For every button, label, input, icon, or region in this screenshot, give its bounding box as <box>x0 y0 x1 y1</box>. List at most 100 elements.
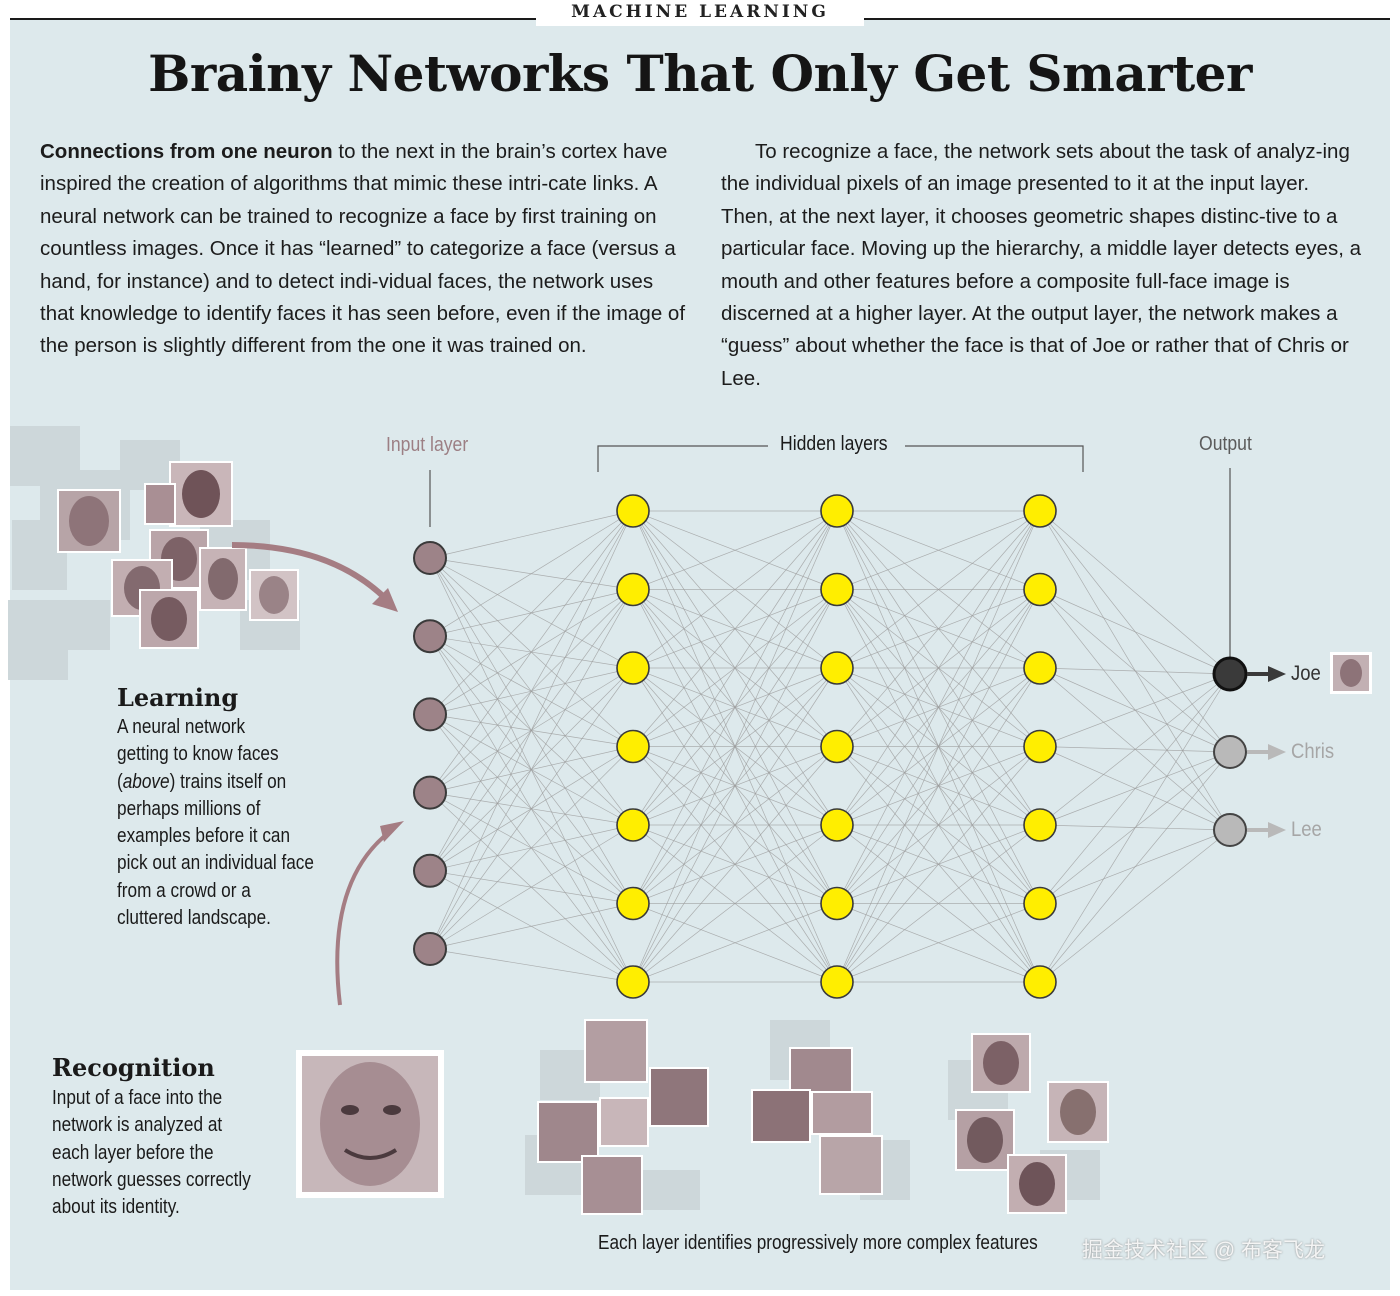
output-arrow-head <box>1268 666 1286 682</box>
output-arrow-head <box>1268 744 1286 760</box>
input-node <box>413 697 447 732</box>
connection-line <box>836 510 1041 983</box>
connection-line <box>632 510 838 904</box>
connection-line <box>429 510 634 715</box>
intro-right-body: To recognize a face, the network sets ab… <box>721 140 1361 390</box>
layers-caption: Each layer identifies progressively more… <box>598 1232 1038 1254</box>
hidden-node <box>616 965 650 999</box>
hidden-node <box>1023 651 1057 685</box>
output-node-lee <box>1213 813 1247 847</box>
output-joe-label: Joe <box>1291 662 1321 685</box>
output-node-joe <box>1212 656 1248 692</box>
connection-line <box>429 746 634 950</box>
hidden-bracket <box>597 445 1084 472</box>
recognition-arrow <box>335 821 404 1006</box>
edge-feature-tiles <box>525 1019 709 1215</box>
hidden-node <box>1023 808 1057 842</box>
connection-line <box>429 510 634 871</box>
connection-line <box>632 746 838 983</box>
connection-line <box>836 510 1041 826</box>
face-feature-tiles <box>948 1033 1109 1214</box>
learning-body: A neural network getting to know faces (… <box>117 716 314 930</box>
hidden-node <box>1023 494 1057 528</box>
joe-face-thumbnail <box>1330 652 1372 694</box>
input-node <box>413 932 447 966</box>
hidden-node <box>616 572 650 607</box>
hidden-node <box>616 886 650 921</box>
intro-left-body: to the next in the brain’s cortex have i… <box>40 140 686 358</box>
connection-line <box>632 667 838 983</box>
connection-line <box>1039 673 1231 747</box>
connection-line <box>1039 829 1231 983</box>
connection-line <box>836 824 1041 983</box>
connection-line <box>1039 673 1231 983</box>
hidden-node <box>820 494 854 528</box>
input-layer-label: Input layer <box>386 434 469 456</box>
output-lee-label: Lee <box>1291 818 1322 841</box>
connection-line <box>632 510 838 747</box>
connection-line <box>632 510 838 590</box>
connection-line <box>1039 673 1231 904</box>
connection-line <box>429 589 634 950</box>
page-title: Brainy Networks That Only Get Smarter <box>148 44 1252 103</box>
connection-line <box>836 667 1041 983</box>
recognition-body: Input of a face into the network is anal… <box>52 1087 251 1219</box>
hidden-layers-label: Hidden layers <box>780 433 888 455</box>
connection-line <box>1039 510 1231 675</box>
input-node <box>413 853 447 888</box>
hidden-node <box>1023 965 1057 999</box>
connection-line <box>429 903 634 950</box>
connection-line <box>429 510 634 950</box>
connection-line <box>632 510 838 669</box>
recognition-face-photo <box>296 1050 444 1198</box>
connection-line <box>429 510 634 559</box>
connection-line <box>632 589 838 983</box>
connection-line <box>632 510 838 983</box>
input-node <box>413 619 447 654</box>
connection-line <box>429 510 634 637</box>
connection-line <box>1039 667 1231 675</box>
hidden-node <box>1023 572 1057 607</box>
connection-line <box>632 903 838 983</box>
hidden-node <box>820 965 854 999</box>
input-node <box>413 775 447 810</box>
part-feature-tiles <box>751 1020 910 1200</box>
training-face-thumbnails <box>57 461 299 649</box>
learning-arrow <box>231 542 398 612</box>
hidden-node <box>616 494 650 528</box>
connection-line <box>429 824 634 950</box>
hidden-node <box>1023 886 1057 921</box>
intro-lead: Connections from one neuron <box>40 140 333 163</box>
hidden-node <box>1023 729 1057 764</box>
input-node <box>413 541 447 575</box>
connection-line <box>836 746 1041 983</box>
hidden-node <box>820 886 854 921</box>
hidden-node <box>820 572 854 607</box>
output-label: Output <box>1199 433 1252 455</box>
hidden-node <box>616 729 650 764</box>
connection-line <box>836 510 1041 747</box>
connection-line <box>1039 673 1231 826</box>
hidden-node <box>616 651 650 685</box>
recognition-title: Recognition <box>52 1053 215 1082</box>
connection-line <box>429 510 634 793</box>
nodes <box>413 494 1286 999</box>
intro-right-column: To recognize a face, the network sets ab… <box>721 136 1366 395</box>
output-node-chris <box>1213 735 1247 769</box>
connection-line <box>1039 751 1231 983</box>
connections <box>429 510 1231 983</box>
connection-line <box>632 824 838 983</box>
connection-line <box>429 948 634 983</box>
learning-title: Learning <box>117 683 239 712</box>
intro-left-column: Connections from one neuron to the next … <box>40 136 685 363</box>
connection-line <box>632 510 838 826</box>
connection-line <box>836 589 1041 983</box>
connection-line <box>1039 589 1231 675</box>
connection-line <box>836 510 1041 669</box>
section-tag: MACHINE LEARNING <box>536 0 864 26</box>
output-chris-label: Chris <box>1291 740 1335 763</box>
connection-line <box>836 510 1041 904</box>
hidden-node <box>616 808 650 842</box>
output-arrow-head <box>1268 822 1286 838</box>
watermark: 掘金技术社区 @ 布客飞龙 <box>1082 1239 1325 1262</box>
